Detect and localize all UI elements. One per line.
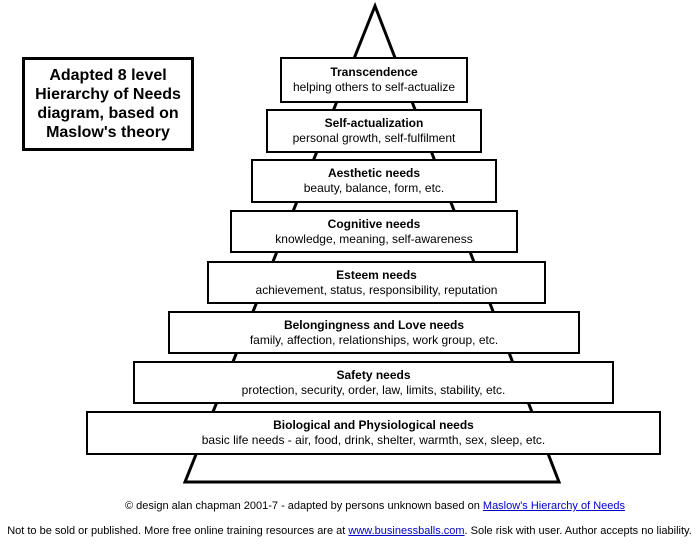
disclaimer-text-start: Not to be sold or published. More free o… — [7, 525, 349, 537]
level-description: beauty, balance, form, etc. — [303, 181, 445, 195]
businessballs-link[interactable]: www.businessballs.com — [348, 525, 465, 537]
level-title: Belongingness and Love needs — [283, 317, 465, 332]
title-line: Hierarchy of Needs — [35, 86, 181, 103]
pyramid-level-self-actualization: Self-actualization personal growth, self… — [266, 109, 482, 153]
title-box: Adapted 8 level Hierarchy of Needs diagr… — [22, 57, 194, 151]
pyramid-level-biological-and-physiological-needs: Biological and Physiological needs basic… — [86, 411, 661, 455]
disclaimer-text-end: . Sole risk with user. Author accepts no… — [464, 525, 692, 537]
pyramid-level-transcendence: Transcendence helping others to self-act… — [280, 57, 468, 103]
pyramid-level-belongingness-and-love-needs: Belongingness and Love needs family, aff… — [168, 311, 580, 354]
pyramid-level-cognitive-needs: Cognitive needs knowledge, meaning, self… — [230, 210, 518, 253]
level-title: Esteem needs — [336, 267, 417, 282]
level-title: Self-actualization — [324, 116, 424, 130]
maslow-hierarchy-link[interactable]: Maslow's Hierarchy of Needs — [482, 500, 625, 512]
level-title: Aesthetic needs — [327, 166, 421, 180]
level-title: Cognitive needs — [327, 216, 421, 231]
title-line: Adapted 8 level — [49, 67, 167, 84]
pyramid-level-aesthetic-needs: Aesthetic needs beauty, balance, form, e… — [251, 159, 497, 203]
level-description: achievement, status, responsibility, rep… — [255, 282, 498, 297]
level-title: Transcendence — [330, 65, 418, 79]
title-line: Maslow's theory — [46, 124, 170, 141]
level-description: family, affection, relationships, work g… — [249, 332, 499, 347]
level-description: helping others to self-actualize — [292, 80, 456, 94]
level-description: protection, security, order, law, limits… — [241, 382, 506, 397]
level-description: basic life needs - air, food, drink, she… — [201, 433, 546, 447]
footer-disclaimer-line: Not to be sold or published. More free o… — [0, 525, 699, 538]
level-title: Safety needs — [336, 367, 411, 382]
pyramid-level-esteem-needs: Esteem needs achievement, status, respon… — [207, 261, 546, 304]
title-line: diagram, based on — [37, 105, 179, 122]
level-title: Biological and Physiological needs — [273, 418, 474, 432]
pyramid-level-safety-needs: Safety needs protection, security, order… — [133, 361, 614, 404]
footer-copyright-line: © design alan chapman 2001-7 - adapted b… — [50, 500, 699, 513]
level-description: personal growth, self-fulfilment — [292, 131, 456, 145]
level-description: knowledge, meaning, self-awareness — [275, 231, 473, 246]
copyright-text: © design alan chapman 2001-7 - adapted b… — [124, 500, 483, 512]
